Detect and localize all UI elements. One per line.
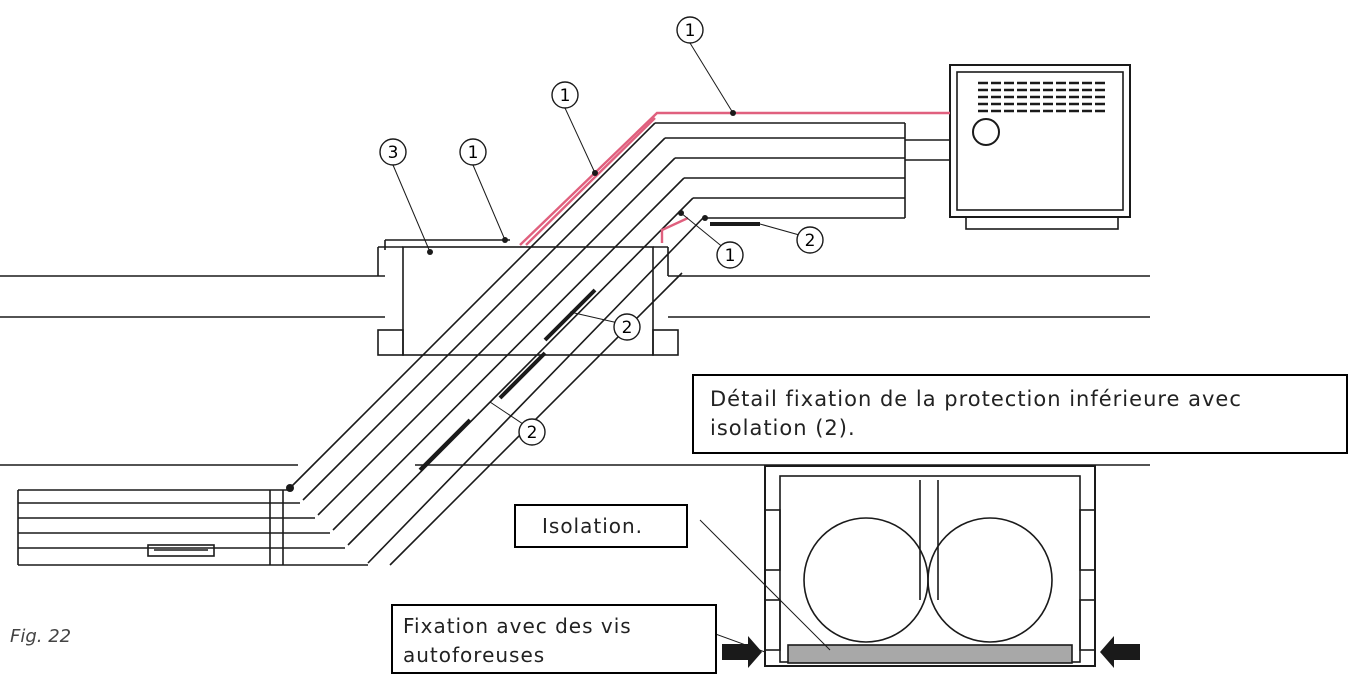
upper-duct	[655, 122, 950, 219]
marker-2-lower: 2	[518, 418, 546, 446]
marker-leaders	[392, 42, 811, 431]
cross-section-detail	[764, 465, 1096, 667]
figure-label: Fig. 22	[10, 626, 72, 647]
arrow-right-icon	[722, 636, 762, 668]
marker-dots	[286, 110, 736, 492]
diagonal-duct	[289, 122, 704, 566]
svg-text:1: 1	[725, 246, 736, 266]
arrow-left-icon	[1100, 636, 1140, 668]
svg-text:1: 1	[468, 143, 479, 163]
fixation-arrows	[722, 636, 1140, 668]
svg-text:1: 1	[685, 21, 696, 41]
isolation-callout: Isolation.	[514, 504, 688, 548]
marker-1-diagonal: 1	[551, 81, 579, 109]
marker-3: 3	[379, 138, 407, 166]
number-markers: 1 1 1 3 1 2 2 2	[379, 16, 824, 446]
marker-1-top: 1	[676, 16, 704, 44]
marker-2-mid: 2	[613, 313, 641, 341]
svg-text:2: 2	[622, 318, 633, 338]
svg-text:1: 1	[560, 86, 571, 106]
detail-callout: Détail fixation de la protection inférie…	[692, 374, 1348, 454]
svg-text:2: 2	[805, 231, 816, 251]
marker-2-upper: 2	[796, 226, 824, 254]
insulation-strips	[418, 222, 760, 472]
svg-text:3: 3	[388, 143, 399, 163]
marker-1-bend: 1	[716, 241, 744, 269]
lower-duct	[17, 489, 368, 566]
svg-text:2: 2	[527, 423, 538, 443]
cable-highlight	[519, 111, 950, 246]
outdoor-unit	[949, 64, 1131, 230]
fixation-callout: Fixation avec des vis autoforeuses	[391, 604, 717, 674]
marker-1-curb: 1	[459, 138, 487, 166]
